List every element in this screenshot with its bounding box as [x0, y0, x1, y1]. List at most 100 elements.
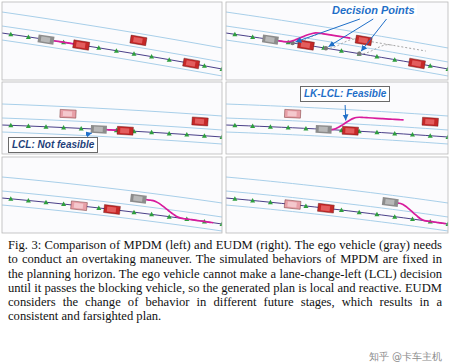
vehicle-body [192, 117, 209, 126]
vehicle-roof [265, 36, 275, 42]
vehicle-roof [107, 206, 117, 212]
vehicle-roof [358, 37, 368, 43]
waypoint-marker [167, 131, 172, 136]
other-vehicle [408, 58, 425, 69]
lane-line [2, 191, 222, 217]
waypoint-marker [392, 214, 397, 219]
lane-line [2, 118, 222, 130]
leader-arrow [88, 133, 92, 135]
vehicle-roof [319, 127, 328, 132]
other-vehicle [117, 126, 133, 135]
other-vehicle [342, 126, 358, 135]
panel [2, 2, 222, 80]
leader-arrow [295, 19, 359, 42]
waypoint-marker [428, 63, 433, 68]
waypoint-marker [374, 212, 379, 217]
vehicle-body [422, 117, 439, 126]
reference-line [2, 125, 222, 137]
waypoint-marker [339, 208, 344, 213]
vehicle-roof [133, 196, 143, 202]
waypoint-marker [392, 131, 397, 136]
other-vehicle [104, 205, 121, 215]
waypoint-marker [303, 203, 308, 208]
waypoint-marker [26, 198, 31, 203]
lane-line [2, 205, 222, 231]
vehicle-body [71, 201, 88, 211]
vehicle-body [91, 125, 107, 134]
vehicle-body [315, 125, 331, 134]
other-vehicle [192, 117, 209, 126]
waypoint-marker [268, 200, 273, 205]
ego-vehicle [262, 34, 279, 44]
waypoint-marker [149, 130, 154, 135]
vehicle-roof [195, 119, 204, 125]
waypoint-marker [232, 32, 237, 37]
vehicle-roof [287, 111, 296, 116]
leader-arrow [345, 105, 347, 120]
waypoint-marker [250, 34, 255, 39]
lane-line [2, 40, 222, 76]
vehicle-roof [345, 128, 354, 133]
waypoint-marker [232, 196, 237, 201]
waypoint-marker [357, 210, 362, 215]
vehicle-roof [120, 128, 129, 134]
waypoint-marker [26, 34, 31, 39]
vehicle-body [284, 200, 301, 210]
figure-caption: Fig. 3: Comparison of MPDM (left) and EU… [8, 238, 442, 324]
vehicle-roof [425, 119, 434, 125]
leader-arrow [361, 19, 386, 51]
reference-line [2, 33, 222, 69]
lane-line [2, 177, 222, 203]
waypoint-marker [96, 205, 101, 210]
ego-vehicle [91, 125, 107, 134]
ego-vehicle [382, 197, 399, 207]
ego-vehicle [315, 125, 331, 134]
waypoint-marker [268, 124, 273, 128]
vehicle-roof [412, 60, 422, 66]
vehicle-roof [133, 37, 143, 43]
waypoint-marker [79, 126, 84, 131]
waypoint-marker [114, 48, 119, 53]
waypoint-marker [410, 132, 415, 137]
waypoint-marker [392, 57, 397, 62]
panel-border [226, 82, 448, 154]
vehicle-body [130, 35, 147, 46]
vehicle-roof [41, 36, 51, 42]
panel [226, 157, 448, 233]
waypoint-marker [250, 198, 255, 203]
vehicle-body [104, 205, 121, 215]
other-vehicle [71, 201, 88, 211]
waypoint-marker [357, 51, 362, 56]
panel-border [2, 2, 222, 80]
vehicle-body [262, 34, 279, 44]
reference-line [226, 125, 448, 137]
other-vehicle [284, 109, 300, 118]
waypoint-marker [339, 48, 344, 53]
waypoint-marker [149, 212, 154, 217]
other-vehicle [130, 35, 147, 46]
vehicle-body [37, 34, 54, 44]
waypoint-marker [132, 210, 137, 215]
panel-ground [226, 157, 448, 233]
leader-arrow [328, 19, 373, 47]
decision-point [324, 46, 328, 50]
waypoint-marker [26, 124, 31, 128]
waypoint-marker [232, 123, 237, 128]
waypoint-marker [202, 63, 207, 68]
waypoint-marker [167, 57, 172, 62]
lane-line [2, 104, 222, 116]
panel [2, 82, 222, 154]
panel-ground [226, 82, 448, 154]
vehicle-body [382, 197, 399, 207]
waypoint-marker [96, 45, 101, 50]
reference-line [2, 198, 222, 224]
vehicle-body [317, 203, 334, 213]
planned-trajectory [324, 117, 404, 129]
vehicle-body [408, 58, 425, 69]
waypoint-marker [303, 126, 308, 131]
panel-border [2, 82, 222, 154]
other-vehicle [73, 40, 90, 50]
watermark: 知乎 @卡车主机 [367, 351, 444, 363]
panel-border [226, 157, 448, 233]
planned-trajectory [390, 202, 446, 224]
